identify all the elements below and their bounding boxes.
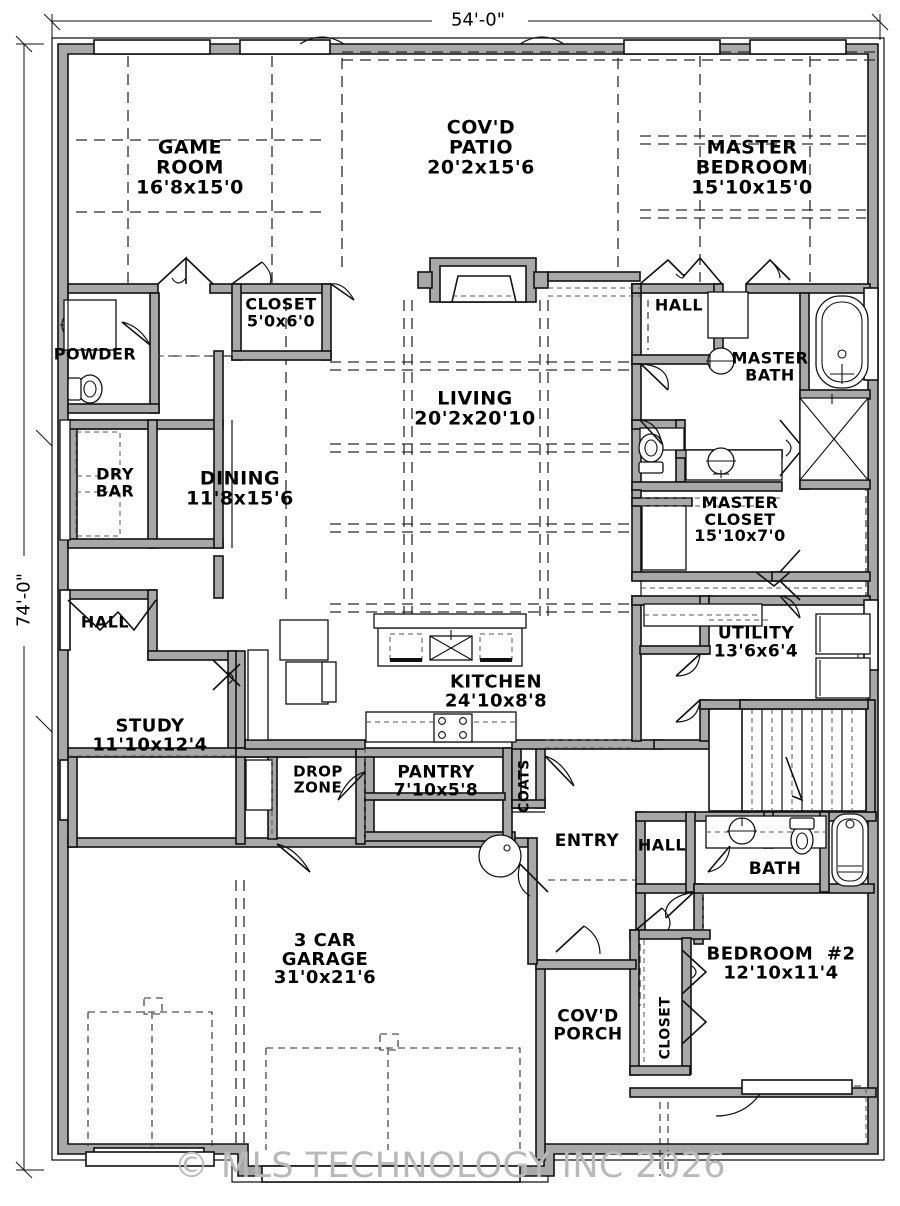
room-label-coats: COATS [516,759,533,813]
staircase [708,699,869,812]
shower-icon [799,394,869,481]
room-name-text: HALL [80,612,130,632]
room-name-text: CLOSET [245,294,317,314]
room-name-text: DINING [199,467,281,490]
room-name-text: KITCHEN [449,671,543,693]
room-name-text: BAR [95,481,135,500]
room-name-text: BEDROOM [695,156,809,179]
fireplace-icon [417,257,641,303]
room-name-text: POWDER [53,344,137,364]
bathtub-icon [815,295,869,389]
room-name-text: GARAGE [281,948,369,970]
kitchen-fixtures [365,613,527,743]
room-name-text: DROP [293,762,343,781]
room-name-text: MASTER [706,136,798,159]
room-name-text: BATH [745,365,795,384]
room-label-closet-bed2: CLOSET [657,996,674,1060]
room-name-text: HALL [637,835,687,855]
room-name-text: STUDY [115,715,185,737]
sink-icon [706,447,736,478]
dimension-lines [15,13,889,1179]
round-column-icon [478,834,522,878]
room-dimension-text: 20'2x15'6 [427,155,535,178]
room-name-text: HALL [654,295,704,315]
room-dimension-text: 20'2x20'10 [414,407,536,429]
room-name-text: GAME [157,136,223,159]
room-label-hall-master: HALL [654,295,704,315]
room-name-text: 3 CAR [293,929,357,951]
room-name-text: PANTRY [397,762,475,783]
toilet-icon [67,374,103,404]
room-name-text: LIVING [437,387,513,410]
doors [67,36,801,1117]
room-name-text: PORCH [553,1024,623,1044]
toilet-icon [638,433,664,474]
room-name-text: BEDROOM #2 [706,943,856,965]
room-dimension-text: 11'10x12'4 [92,734,208,755]
bathtub-icon [831,813,869,887]
room-name-text: MASTER [731,348,809,368]
room-name-text: CLOSET [704,509,776,529]
room-dimension-text: 24'10x8'8 [444,690,548,711]
room-dimension-text: 15'10x7'0 [694,526,786,546]
room-name-text: UTILITY [717,623,795,644]
room-label-bath-2: BATH [748,859,802,880]
sink-icon [706,347,736,375]
room-dimension-text: 31'0x21'6 [273,967,377,989]
room-name-text: ENTRY [554,831,620,852]
room-dimension-text: 11'8x15'6 [186,487,294,509]
room-name-text: COV'D [557,1006,619,1027]
room-label-hall-study: HALL [80,612,130,632]
room-name-text: DRY [96,464,134,484]
room-label-powder: POWDER [53,344,137,364]
room-name-text: MASTER [701,493,779,513]
overall-dimension-depth: 74'-0" [13,572,35,628]
room-label-entry: ENTRY [554,831,620,852]
room-label-hall-bath2: HALL [637,835,687,855]
room-dimension-text: 5'0x6'0 [246,311,316,330]
room-dimension-text: 15'10x15'0 [691,175,813,198]
room-name-text: COV'D [446,116,516,139]
toilet-icon [789,817,815,855]
room-name-text: ROOM [156,156,224,179]
room-name-text: ZONE [293,778,343,796]
room-dimension-text: 13'6x6'4 [713,641,799,661]
room-name-text: BATH [748,859,802,880]
room-dimension-text: 7'10x5'8 [393,780,479,800]
garage-doors [85,1151,521,1183]
room-dimension-text: 12'10x11'4 [723,962,839,983]
plumbing-fixtures [60,295,869,887]
detail-lines [59,293,867,1144]
sink-icon [727,817,757,845]
room-name-text: PATIO [448,136,514,159]
overall-dimension-width: 54'-0" [450,9,506,31]
room-dimension-text: 16'8x15'0 [136,175,244,198]
ceiling-grid-lines [76,51,880,1176]
